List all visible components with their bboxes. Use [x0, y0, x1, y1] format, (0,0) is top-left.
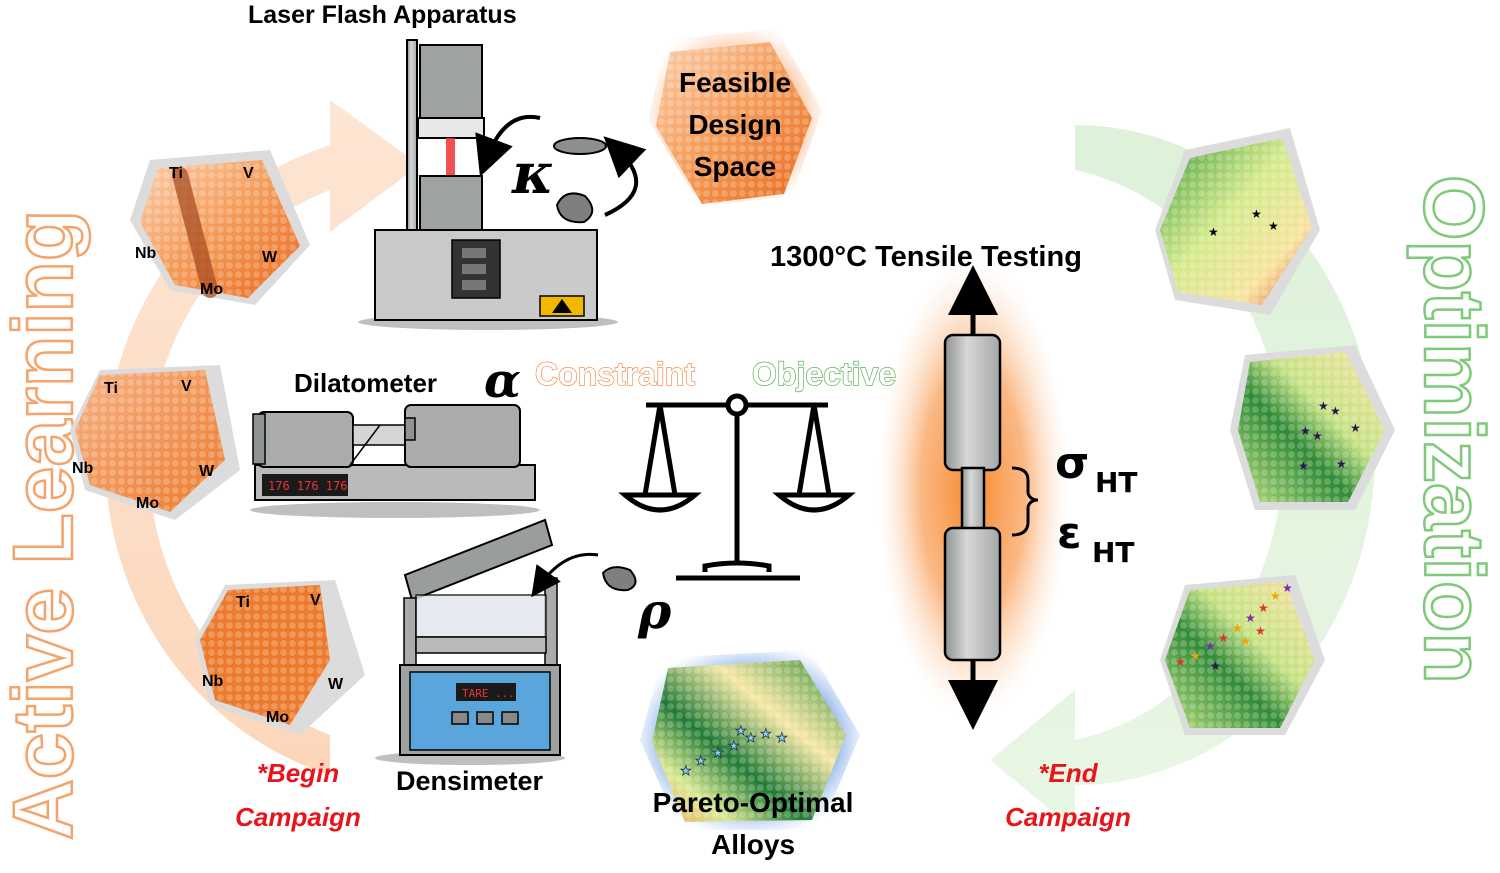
begin-line-2: Campaign: [235, 802, 361, 832]
rho-symbol: ρ: [637, 581, 672, 640]
label-ti: Ti: [169, 165, 183, 182]
star: ★: [1300, 424, 1311, 438]
star: ★: [776, 730, 788, 745]
star: ★: [1190, 649, 1201, 663]
label-nb: Nb: [72, 460, 94, 477]
pareto-line-1: Pareto-Optimal: [653, 787, 854, 818]
star: ★: [1205, 639, 1216, 653]
epsilon-symbol: ε: [1057, 508, 1082, 559]
star: ★: [745, 730, 757, 745]
star: ★: [1218, 631, 1229, 645]
star: ★: [1282, 581, 1293, 595]
star: ★: [712, 745, 724, 760]
sigma-symbol: σ: [1055, 438, 1089, 489]
active-learning-title: Active Learning: [0, 210, 90, 840]
optimization-plot-3: ★ ★ ★ ★ ★ ★ ★ ★ ★ ★ ★ ★: [1160, 575, 1325, 735]
balance-scale: [618, 393, 856, 581]
ternary-plot-3: [195, 580, 365, 735]
star: ★: [728, 738, 740, 753]
star: ★: [1336, 457, 1347, 471]
feasible-design-space-label: Feasible Design Space: [679, 67, 791, 182]
star: ★: [1175, 655, 1186, 669]
star: ★: [1268, 219, 1279, 233]
label-v: V: [243, 165, 254, 182]
star: ★: [735, 723, 747, 738]
ternary-labels-3: Ti V Nb W Mo: [202, 592, 344, 726]
begin-line-1: *Begin: [257, 758, 339, 788]
label-ti: Ti: [236, 594, 250, 611]
star: ★: [1312, 429, 1323, 443]
star: ★: [1350, 421, 1361, 435]
objective-label: Objective: [752, 356, 896, 392]
constraint-label: Constraint: [535, 356, 695, 392]
label-w: W: [328, 676, 344, 693]
begin-campaign-label: *Begin Campaign: [235, 758, 361, 832]
sigma-ht-label: σ HT ε HT: [1055, 438, 1138, 569]
star: ★: [1245, 611, 1256, 625]
end-line-1: *End: [1038, 758, 1098, 788]
feasible-design-space-plot: [648, 29, 823, 207]
star: ★: [760, 726, 772, 741]
design-space-line-2: Design: [688, 109, 781, 140]
densimeter-title: Densimeter: [396, 766, 544, 796]
laser-flash-title: Laser Flash Apparatus: [248, 1, 517, 29]
star: ★: [1208, 225, 1219, 239]
star: ★: [695, 753, 707, 768]
tensile-title: 1300°C Tensile Testing: [770, 241, 1082, 273]
design-space-line-3: Space: [694, 151, 777, 182]
densimeter-readout: TARE ...: [462, 687, 515, 700]
end-campaign-label: *End Campaign: [1005, 758, 1131, 832]
optimization-plot-1: ★ ★ ★: [1155, 128, 1320, 315]
star: ★: [680, 763, 692, 778]
ternary-plot-2: [70, 365, 240, 520]
densimeter: TARE ...: [375, 518, 637, 765]
optimization-title: Optimization: [1407, 175, 1500, 684]
star: ★: [1240, 634, 1251, 648]
label-mo: Mo: [266, 709, 289, 726]
star: ★: [1318, 399, 1329, 413]
label-mo: Mo: [200, 281, 223, 298]
kappa-symbol: κ: [511, 141, 554, 207]
dilatometer-title: Dilatometer: [294, 368, 437, 398]
end-line-2: Campaign: [1005, 802, 1131, 832]
star: ★: [1232, 621, 1243, 635]
laser-flash-apparatus: [358, 39, 647, 330]
pareto-optimal-plot: ★ ★ ★ ★ ★ ★ ★ ★: [640, 650, 860, 830]
optimization-plot-2: ★ ★ ★ ★ ★ ★ ★: [1230, 345, 1395, 510]
dilatometer: 176 176 176: [250, 404, 540, 518]
alpha-symbol: α: [484, 353, 521, 409]
star: ★: [1255, 624, 1266, 638]
label-nb: Nb: [202, 673, 224, 690]
pareto-line-2: Alloys: [711, 829, 795, 860]
label-v: V: [310, 592, 321, 609]
label-w: W: [262, 249, 278, 266]
star: ★: [1251, 207, 1262, 221]
star: ★: [1258, 601, 1269, 615]
dilatometer-readout: 176 176 176: [268, 479, 347, 493]
tensile-specimen: [943, 265, 1039, 730]
label-v: V: [181, 378, 192, 395]
star: ★: [1270, 589, 1281, 603]
label-w: W: [199, 463, 215, 480]
ternary-labels-1: Ti V Nb W Mo: [135, 165, 278, 298]
epsilon-subscript: HT: [1092, 536, 1135, 569]
design-space-line-1: Feasible: [679, 67, 791, 98]
ternary-plot-1: [130, 150, 310, 305]
pareto-label: Pareto-Optimal Alloys: [653, 787, 854, 860]
ternary-labels-2: Ti V Nb W Mo: [72, 378, 215, 512]
star: ★: [1298, 459, 1309, 473]
label-ti: Ti: [104, 380, 118, 397]
star: ★: [1210, 659, 1221, 673]
label-mo: Mo: [136, 495, 159, 512]
star: ★: [1330, 404, 1341, 418]
sigma-subscript: HT: [1095, 466, 1138, 499]
pareto-stars: ★ ★ ★ ★ ★ ★ ★ ★: [680, 723, 788, 779]
label-nb: Nb: [135, 245, 157, 262]
